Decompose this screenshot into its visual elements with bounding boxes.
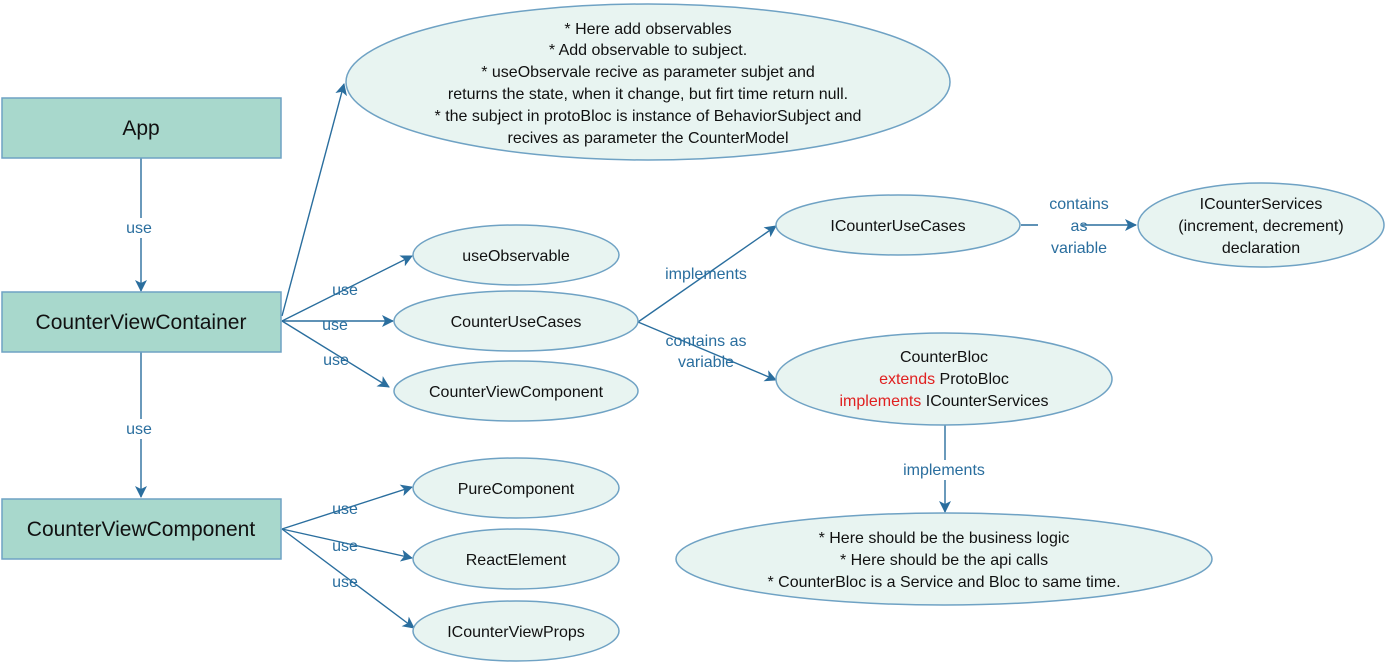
edge-container-note — [281, 83, 347, 317]
counter-view-component-label: CounterViewComponent — [429, 384, 604, 401]
i-counter-use-cases-label: ICounterUseCases — [830, 218, 965, 235]
node-counter-view-component-main: CounterViewComponent — [1, 498, 282, 560]
i-counter-services-line-3: declaration — [1222, 240, 1300, 257]
node-i-counter-services: ICounterServices (increment, decrement) … — [1137, 182, 1385, 268]
node-i-counter-view-props: ICounterViewProps — [412, 600, 620, 662]
edge-container-useobservable — [281, 255, 413, 322]
node-business-note: * Here should be the business logic * He… — [675, 512, 1213, 606]
i-counter-services-line-1: ICounterServices — [1200, 196, 1323, 213]
edge-component-props — [281, 528, 415, 629]
node-pure-component: PureComponent — [412, 457, 620, 519]
pure-component-label: PureComponent — [458, 481, 575, 498]
label-iusecases-contains-3: variable — [1051, 240, 1107, 257]
node-use-observable: useObservable — [412, 224, 620, 286]
label-usecases-implements: implements — [665, 266, 747, 283]
edges — [135, 83, 1137, 629]
label-component-react-use: use — [332, 538, 358, 555]
node-counter-view-component-main-label: CounterViewComponent — [27, 518, 256, 541]
react-element-label: ReactElement — [466, 552, 567, 569]
observables-note-line-3: * useObservale recive as parameter subje… — [481, 64, 815, 81]
business-note-line-2: * Here should be the api calls — [840, 552, 1048, 569]
node-counter-use-cases: CounterUseCases — [393, 290, 639, 352]
counter-bloc-line-1: CounterBloc — [900, 349, 988, 366]
label-iusecases-contains-2: as — [1071, 218, 1088, 235]
node-i-counter-use-cases: ICounterUseCases — [775, 194, 1021, 256]
node-app: App — [1, 97, 282, 159]
business-note-line-3: * CounterBloc is a Service and Bloc to s… — [767, 574, 1120, 591]
i-counter-view-props-label: ICounterViewProps — [447, 624, 585, 641]
edge-usecases-iusecases — [637, 225, 777, 323]
node-app-label: App — [122, 117, 159, 140]
node-counter-view-container-label: CounterViewContainer — [36, 311, 247, 334]
edge-component-react — [281, 528, 413, 562]
use-observable-label: useObservable — [462, 248, 570, 265]
label-container-useobservable-use: use — [332, 282, 358, 299]
label-app-use: use — [126, 220, 152, 237]
counter-bloc-line-2: extends ProtoBloc — [879, 371, 1009, 388]
counter-bloc-line-2-rest: ProtoBloc — [935, 371, 1009, 388]
node-react-element: ReactElement — [412, 528, 620, 590]
i-counter-services-line-2: (increment, decrement) — [1178, 218, 1343, 235]
observables-note-line-6: recives as parameter the CounterModel — [507, 130, 788, 147]
observables-note-line-2: * Add observable to subject. — [549, 42, 747, 59]
node-observables-note: * Here add observables * Add observable … — [345, 3, 951, 161]
counter-bloc-line-3-rest: ICounterServices — [921, 393, 1048, 410]
observables-note-line-4: returns the state, when it change, but f… — [448, 86, 848, 103]
node-counter-bloc: CounterBloc extends ProtoBloc implements… — [775, 332, 1113, 426]
counter-use-cases-label: CounterUseCases — [451, 314, 582, 331]
edge-component-pure — [281, 484, 413, 530]
observables-note-line-5: * the subject in protoBloc is instance o… — [435, 108, 862, 125]
edge-labels: use use use use use implements contains … — [121, 194, 1109, 591]
label-container-usecases-use: use — [322, 317, 348, 334]
label-usecases-contains-1: contains as — [666, 333, 747, 350]
label-container-component-use: use — [126, 421, 152, 438]
node-counter-view-component: CounterViewComponent — [393, 360, 639, 422]
business-note-line-1: * Here should be the business logic — [819, 530, 1070, 547]
label-iusecases-contains-1: contains — [1049, 196, 1109, 213]
counter-bloc-line-3: implements ICounterServices — [840, 393, 1049, 410]
label-bloc-implements: implements — [903, 462, 985, 479]
label-container-viewcomponent-use: use — [323, 352, 349, 369]
node-counter-view-container: CounterViewContainer — [1, 291, 282, 353]
edge-container-viewcomponent — [281, 320, 390, 388]
edge-usecases-bloc — [637, 321, 777, 382]
label-component-pure-use: use — [332, 501, 358, 518]
label-component-props-use: use — [332, 574, 358, 591]
implements-keyword: implements — [840, 393, 922, 410]
observables-note-line-1: * Here add observables — [564, 21, 731, 38]
label-usecases-contains-2: variable — [678, 354, 734, 371]
extends-keyword: extends — [879, 371, 935, 388]
